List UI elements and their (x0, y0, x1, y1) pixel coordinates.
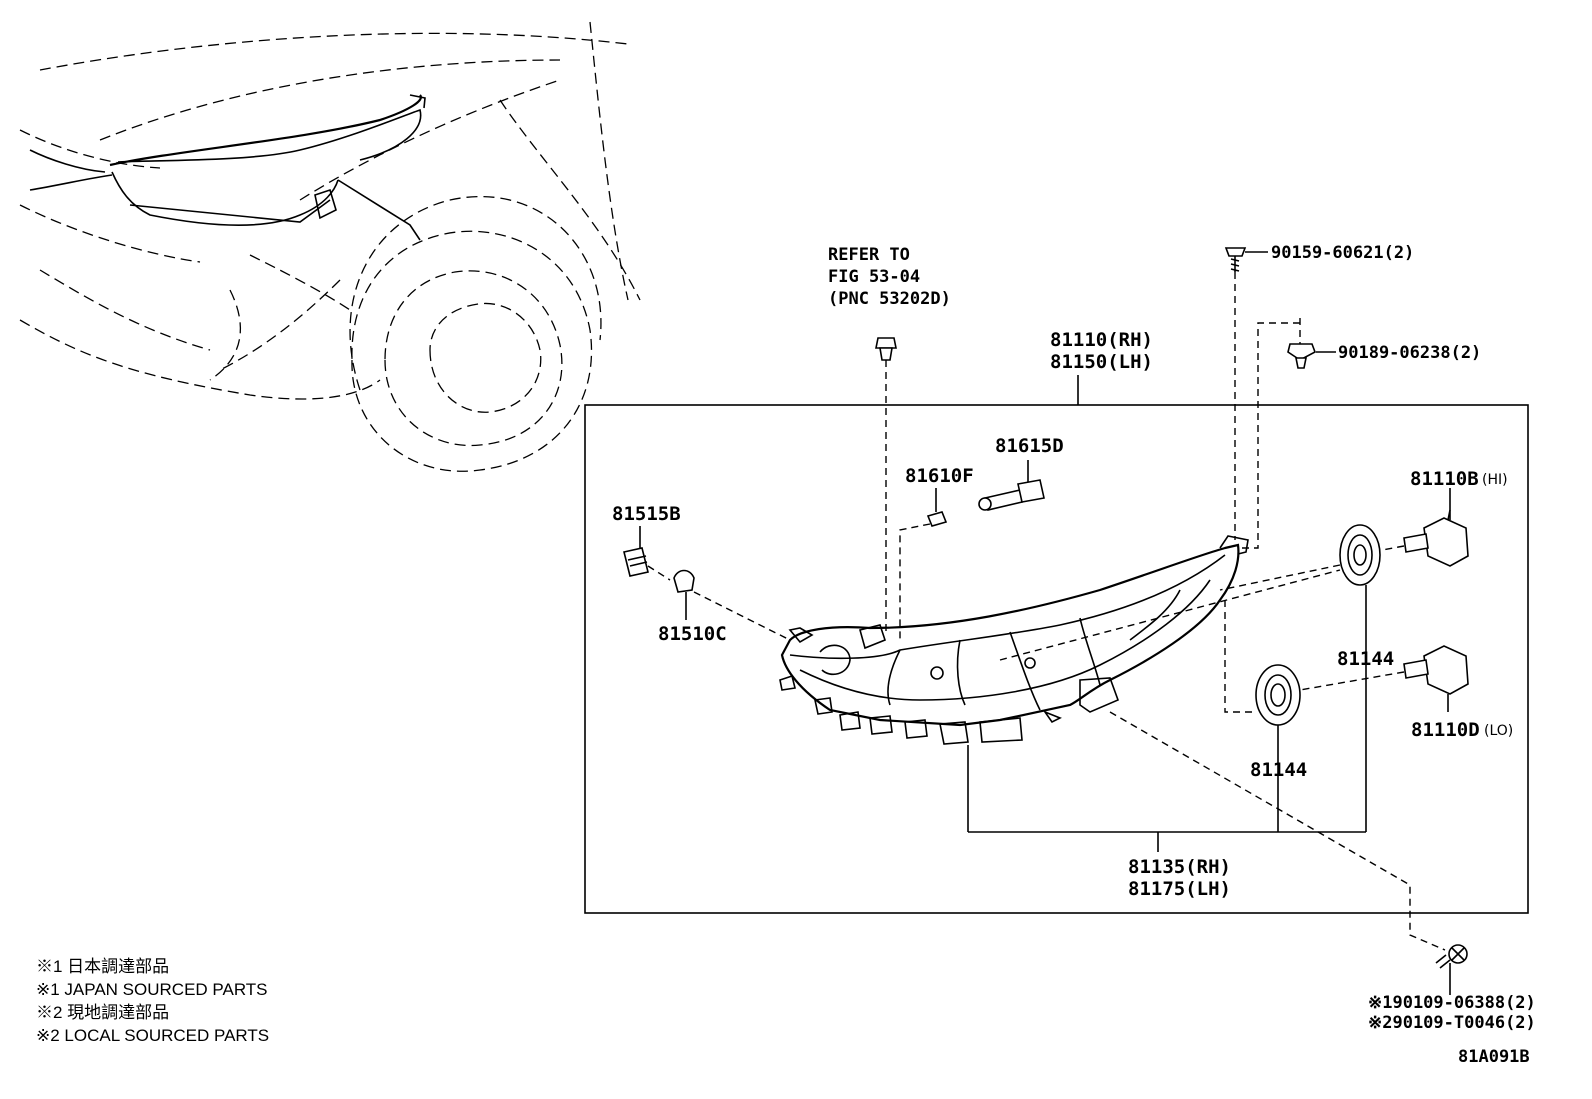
label-81175-lh: 81175(LH) (1128, 878, 1231, 900)
label-81135-rh: 81135(RH) (1128, 856, 1231, 878)
headlamp-unit (779, 535, 1249, 745)
note-1-jp: ※1 日本調達部品 (36, 957, 169, 976)
label-90189-06238: 90189-06238(2) (1338, 343, 1481, 363)
refer-to-line2: FIG 53-04 (828, 267, 920, 287)
headlamp-assembly-frame (584, 404, 1529, 914)
clip-90189-icon (1287, 343, 1316, 369)
vehicle-front-illustration (19, 21, 641, 472)
label-81510c: 81510C (658, 623, 727, 645)
label-bolt-90109-06388: ※190109-06388(2) (1368, 993, 1536, 1013)
refer-to-line1: REFER TO (828, 245, 910, 265)
bolt-90109-icon (1435, 944, 1468, 988)
label-81110-rh: 81110(RH) (1050, 329, 1153, 351)
label-81610f: 81610F (905, 465, 974, 487)
label-81144-lower: 81144 (1250, 759, 1307, 781)
screw-90159-icon (1224, 247, 1247, 272)
bulb-81110b-hi-icon (1403, 509, 1469, 567)
refer-to-line3: (PNC 53202D) (828, 289, 951, 309)
leader-lines (639, 251, 1451, 995)
label-81110d-lo-tag: (LO) (1484, 723, 1513, 739)
refer-bolt-icon (875, 337, 897, 361)
label-81150-lh: 81150(LH) (1050, 351, 1153, 373)
cover-81144-upper-icon (1339, 524, 1381, 586)
figure-id: 81A091B (1458, 1047, 1530, 1067)
label-81110b: 81110B (1410, 468, 1479, 490)
label-90159-60621: 90159-60621(2) (1271, 243, 1414, 263)
cover-81144-lower-icon (1255, 664, 1301, 726)
bulb-81610f-icon (926, 511, 948, 527)
bulb-81510c-icon (673, 569, 695, 593)
label-81515b: 81515B (612, 503, 681, 525)
note-2-jp: ※2 現地調達部品 (36, 1003, 169, 1022)
label-81110b-hi-tag: (HI) (1482, 472, 1508, 488)
note-1-en: ※1 JAPAN SOURCED PARTS (36, 980, 268, 999)
label-81110d: 81110D (1411, 719, 1480, 741)
socket-81515b-icon (623, 547, 649, 577)
bulb-81110d-lo-icon (1403, 645, 1469, 712)
label-bolt-90109-t0046: ※290109-T0046(2) (1368, 1013, 1536, 1033)
note-2-en: ※2 LOCAL SOURCED PARTS (36, 1026, 269, 1045)
label-81144-upper: 81144 (1337, 648, 1394, 670)
label-81615d: 81615D (995, 435, 1064, 457)
bulb-81615d-icon (978, 479, 1045, 511)
